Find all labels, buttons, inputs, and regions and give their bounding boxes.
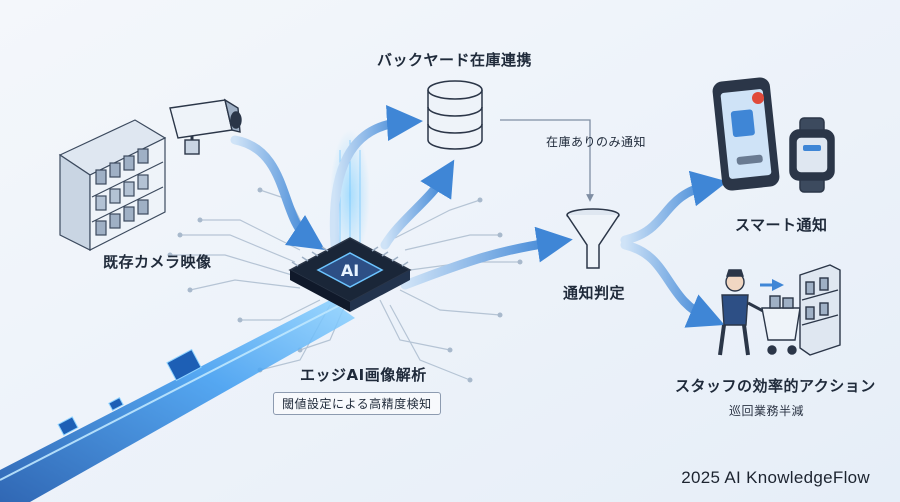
label-staff-action: スタッフの効率的アクション xyxy=(675,377,876,395)
label-notify-decision: 通知判定 xyxy=(563,284,626,302)
label-smart-notify: スマート通知 xyxy=(735,216,828,234)
label-stock-only: 在庫ありのみ通知 xyxy=(546,135,647,149)
security-camera-icon xyxy=(169,98,242,155)
smartwatch-icon xyxy=(789,117,835,193)
stock-filter-arrow xyxy=(500,119,594,202)
data-beam xyxy=(0,300,355,502)
chip-label: AI xyxy=(341,261,359,280)
label-edge-ai: エッジAI画像解析 xyxy=(300,366,427,384)
database-icon xyxy=(427,80,483,150)
label-patrol: 巡回業務半減 xyxy=(729,404,805,418)
store-shelf-icon xyxy=(58,119,167,251)
flow-arrows xyxy=(230,105,728,328)
smartphone-icon xyxy=(712,77,780,191)
ai-chip-icon: AI xyxy=(288,237,412,312)
label-camera: 既存カメラ映像 xyxy=(103,253,212,271)
brand-watermark: 2025 AI KnowledgeFlow xyxy=(681,468,870,487)
circuit-traces xyxy=(170,189,520,381)
funnel-icon xyxy=(566,208,620,269)
staff-with-cart-icon xyxy=(718,264,841,356)
label-inventory: バックヤード在庫連携 xyxy=(377,51,533,69)
label-threshold: 閾値設定による高精度検知 xyxy=(273,392,441,415)
